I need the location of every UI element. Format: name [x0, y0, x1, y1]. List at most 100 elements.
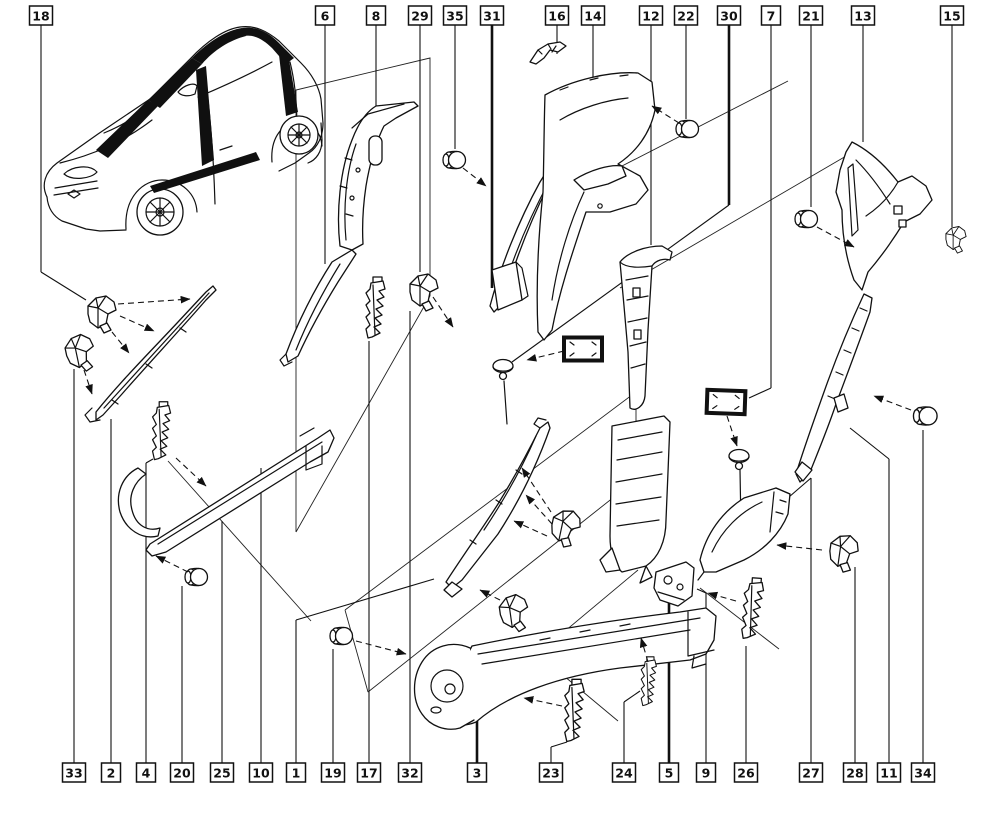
callout-24[interactable]: 24	[611, 762, 637, 783]
callout-box[interactable]	[61, 762, 87, 783]
callout-32[interactable]: 32	[397, 762, 423, 783]
callout-14[interactable]: 14	[580, 5, 606, 26]
callout-label: 35	[446, 9, 463, 24]
leader-tail-30	[511, 204, 730, 363]
callout-box[interactable]	[169, 762, 195, 783]
assembly-arrow	[155, 555, 189, 573]
callout-box[interactable]	[538, 762, 564, 783]
mounting-bracket-9	[653, 561, 695, 607]
callout-4[interactable]: 4	[135, 762, 157, 783]
front-pillar-lower-trim	[279, 249, 357, 367]
callout-box[interactable]	[407, 5, 433, 26]
callout-33[interactable]: 33	[61, 762, 87, 783]
callout-19[interactable]: 19	[320, 762, 346, 783]
callout-13[interactable]: 13	[850, 5, 876, 26]
quarter-pillar-trim-right	[835, 141, 933, 291]
callout-18[interactable]: 18	[28, 5, 54, 26]
callout-box[interactable]	[209, 762, 235, 783]
callout-1[interactable]: 1	[285, 762, 307, 783]
rear-wheel	[279, 115, 319, 155]
callout-box[interactable]	[100, 762, 122, 783]
callout-23[interactable]: 23	[538, 762, 564, 783]
assembly-arrow	[355, 640, 407, 656]
callout-box[interactable]	[248, 762, 274, 783]
callout-10[interactable]: 10	[248, 762, 274, 783]
front-wheel	[136, 188, 184, 236]
callout-box[interactable]	[544, 5, 570, 26]
callout-box[interactable]	[695, 762, 717, 783]
rear-door-sill-trim	[413, 607, 717, 730]
callout-label: 28	[846, 766, 863, 781]
callout-29[interactable]: 29	[407, 5, 433, 26]
retaining-clip-15	[945, 226, 967, 254]
callout-17[interactable]: 17	[356, 762, 382, 783]
callout-3[interactable]: 3	[466, 762, 488, 783]
callout-21[interactable]: 21	[798, 5, 824, 26]
callout-box[interactable]	[611, 762, 637, 783]
callout-box[interactable]	[442, 5, 468, 26]
callout-box[interactable]	[479, 5, 505, 26]
callout-box[interactable]	[842, 762, 868, 783]
callout-label: 3	[473, 766, 482, 781]
callout-7[interactable]: 7	[760, 5, 782, 26]
callout-8[interactable]: 8	[365, 5, 387, 26]
callout-box[interactable]	[716, 5, 742, 26]
callout-label: 7	[767, 9, 776, 24]
callout-30[interactable]: 30	[716, 5, 742, 26]
callout-label: 16	[548, 9, 566, 24]
callout-12[interactable]: 12	[638, 5, 664, 26]
callout-box[interactable]	[798, 762, 824, 783]
assembly-arrow	[816, 226, 855, 248]
assembly-arrow	[873, 395, 912, 411]
callout-28[interactable]: 28	[842, 762, 868, 783]
callout-34[interactable]: 34	[910, 762, 936, 783]
callout-box[interactable]	[910, 762, 936, 783]
foam-pad-right	[707, 390, 746, 414]
callout-2[interactable]: 2	[100, 762, 122, 783]
retaining-clip-33	[62, 331, 99, 376]
assembly-arrow	[526, 350, 565, 362]
callout-label: 20	[173, 766, 191, 781]
callout-box[interactable]	[876, 762, 902, 783]
callout-27[interactable]: 27	[798, 762, 824, 783]
callout-15[interactable]: 15	[939, 5, 965, 26]
callout-26[interactable]: 26	[733, 762, 759, 783]
callout-box[interactable]	[733, 762, 759, 783]
assembly-arrow	[523, 696, 563, 707]
callout-box[interactable]	[466, 762, 488, 783]
callout-31[interactable]: 31	[479, 5, 505, 26]
callout-20[interactable]: 20	[169, 762, 195, 783]
assembly-arrow	[479, 589, 501, 601]
callout-box[interactable]	[580, 5, 606, 26]
callout-box[interactable]	[658, 762, 680, 783]
retaining-clip-29	[409, 273, 439, 312]
callout-9[interactable]: 9	[695, 762, 717, 783]
callout-box[interactable]	[356, 762, 382, 783]
callout-label: 32	[401, 766, 418, 781]
callout-box[interactable]	[314, 5, 336, 26]
callout-25[interactable]: 25	[209, 762, 235, 783]
callout-35[interactable]: 35	[442, 5, 468, 26]
callout-box[interactable]	[798, 5, 824, 26]
callout-box[interactable]	[638, 5, 664, 26]
callout-box[interactable]	[28, 5, 54, 26]
callout-6[interactable]: 6	[314, 5, 336, 26]
callout-box[interactable]	[285, 762, 307, 783]
callout-label: 24	[615, 766, 633, 781]
callout-box[interactable]	[939, 5, 965, 26]
leader-tail-11	[849, 427, 890, 460]
callout-box[interactable]	[135, 762, 157, 783]
callout-box[interactable]	[365, 5, 387, 26]
callout-box[interactable]	[760, 5, 782, 26]
callout-22[interactable]: 22	[673, 5, 699, 26]
callout-box[interactable]	[320, 762, 346, 783]
callout-16[interactable]: 16	[544, 5, 570, 26]
callout-box[interactable]	[673, 5, 699, 26]
callout-box[interactable]	[850, 5, 876, 26]
callout-box[interactable]	[397, 762, 423, 783]
callout-5[interactable]: 5	[658, 762, 680, 783]
callout-label: 5	[665, 766, 674, 781]
assembly-arrows	[83, 105, 912, 707]
callout-11[interactable]: 11	[876, 762, 902, 783]
quarter-lower-trim-right	[794, 293, 873, 483]
